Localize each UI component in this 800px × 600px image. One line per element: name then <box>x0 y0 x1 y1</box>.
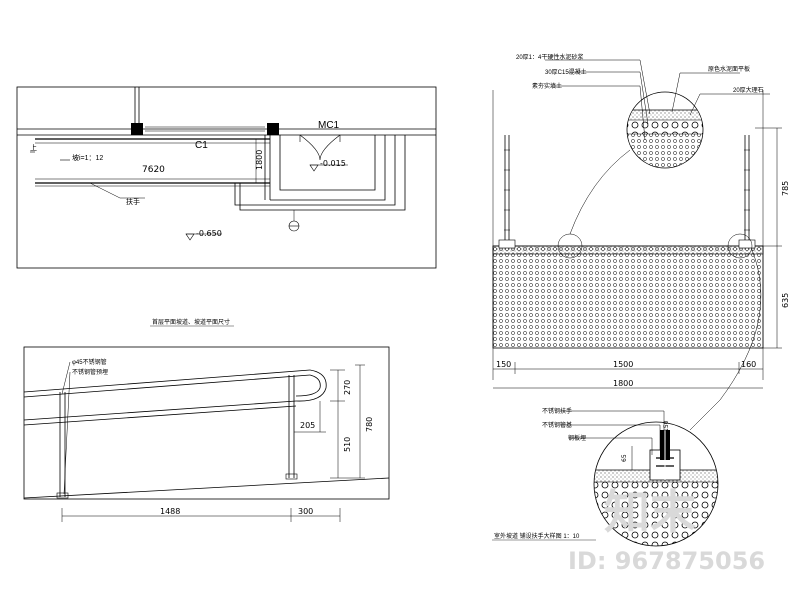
section-dim-785: 785 <box>781 181 790 196</box>
detail-dim-150: 150 <box>663 420 670 432</box>
rail-dim-510: 510 <box>343 437 352 452</box>
plan-up-label: 上 <box>30 143 37 152</box>
section-dim-150: 150 <box>496 360 511 369</box>
plan-elev-door: -0.015 <box>320 159 346 168</box>
rail-pipe-label: φ45不锈钢管 <box>72 358 107 366</box>
section-caption: 室外坡道 铺设扶手大样图 1：10 <box>494 532 580 540</box>
detail-circle-bottom <box>593 421 719 547</box>
column-left <box>131 123 143 135</box>
section-dim-1500: 1500 <box>613 360 633 369</box>
rail-dim-205: 205 <box>300 421 315 430</box>
detail-dim-65: 65 <box>621 454 628 462</box>
elevation-frame <box>23 346 390 500</box>
detail-plate-label: 钢板埋 <box>568 434 586 442</box>
column-right <box>267 123 279 135</box>
plan-slope-label: 坡i=1：12 <box>72 153 103 162</box>
section-callout-1: 原色水泥面平板 <box>708 65 750 73</box>
rail-dim-300: 300 <box>298 507 313 516</box>
plan-door-label: MC1 <box>318 120 340 131</box>
rail-dim-1488: 1488 <box>160 507 180 516</box>
section-dim-635: 635 <box>781 293 790 308</box>
plan-length-dim: 7620 <box>142 165 165 175</box>
watermark-id: ID: 967875056 <box>568 547 765 575</box>
ramp-plan: 上 坡i=1：12 C1 MC1 7620 1800 扶手 -0.015 -0.… <box>16 86 437 269</box>
handrail-elevation: φ45不锈钢管 不锈钢管预埋 270 205 510 780 1488 300 <box>23 346 390 522</box>
section-dim-1800: 1800 <box>613 379 633 388</box>
plan-elev-ground: -0.650 <box>196 229 222 238</box>
rail-dim-780: 780 <box>365 417 374 432</box>
plan-window-label: C1 <box>195 140 208 151</box>
section-layer-1: 20厚1：4干硬性水泥砂浆 <box>516 53 583 61</box>
watermark-logo: 知末 <box>604 485 696 539</box>
rail-anchor-label: 不锈钢管预埋 <box>72 368 108 376</box>
ramp-section: 20厚1：4干硬性水泥砂浆 30厚C15混凝土 素夯实填土 原色水泥面平板 20… <box>492 53 790 547</box>
detail-pipe-label: 不锈钢管基 <box>542 421 572 429</box>
detail-rail-label: 不锈钢扶手 <box>542 407 572 415</box>
section-dim-160: 160 <box>741 360 756 369</box>
rail-dim-270: 270 <box>343 380 352 395</box>
section-callout-2: 20厚大理石 <box>733 86 764 94</box>
section-layer-2: 30厚C15混凝土 <box>545 68 587 76</box>
plan-caption: 首层平面坡道、坡道平面尺寸 <box>152 318 230 326</box>
plan-width-dim: 1800 <box>255 150 264 170</box>
plan-frame <box>16 86 437 269</box>
ramp-slab <box>492 245 764 349</box>
plan-handrail-label: 扶手 <box>126 197 140 206</box>
detail-circle-top <box>626 91 704 169</box>
section-layer-3: 素夯实填土 <box>532 82 562 90</box>
